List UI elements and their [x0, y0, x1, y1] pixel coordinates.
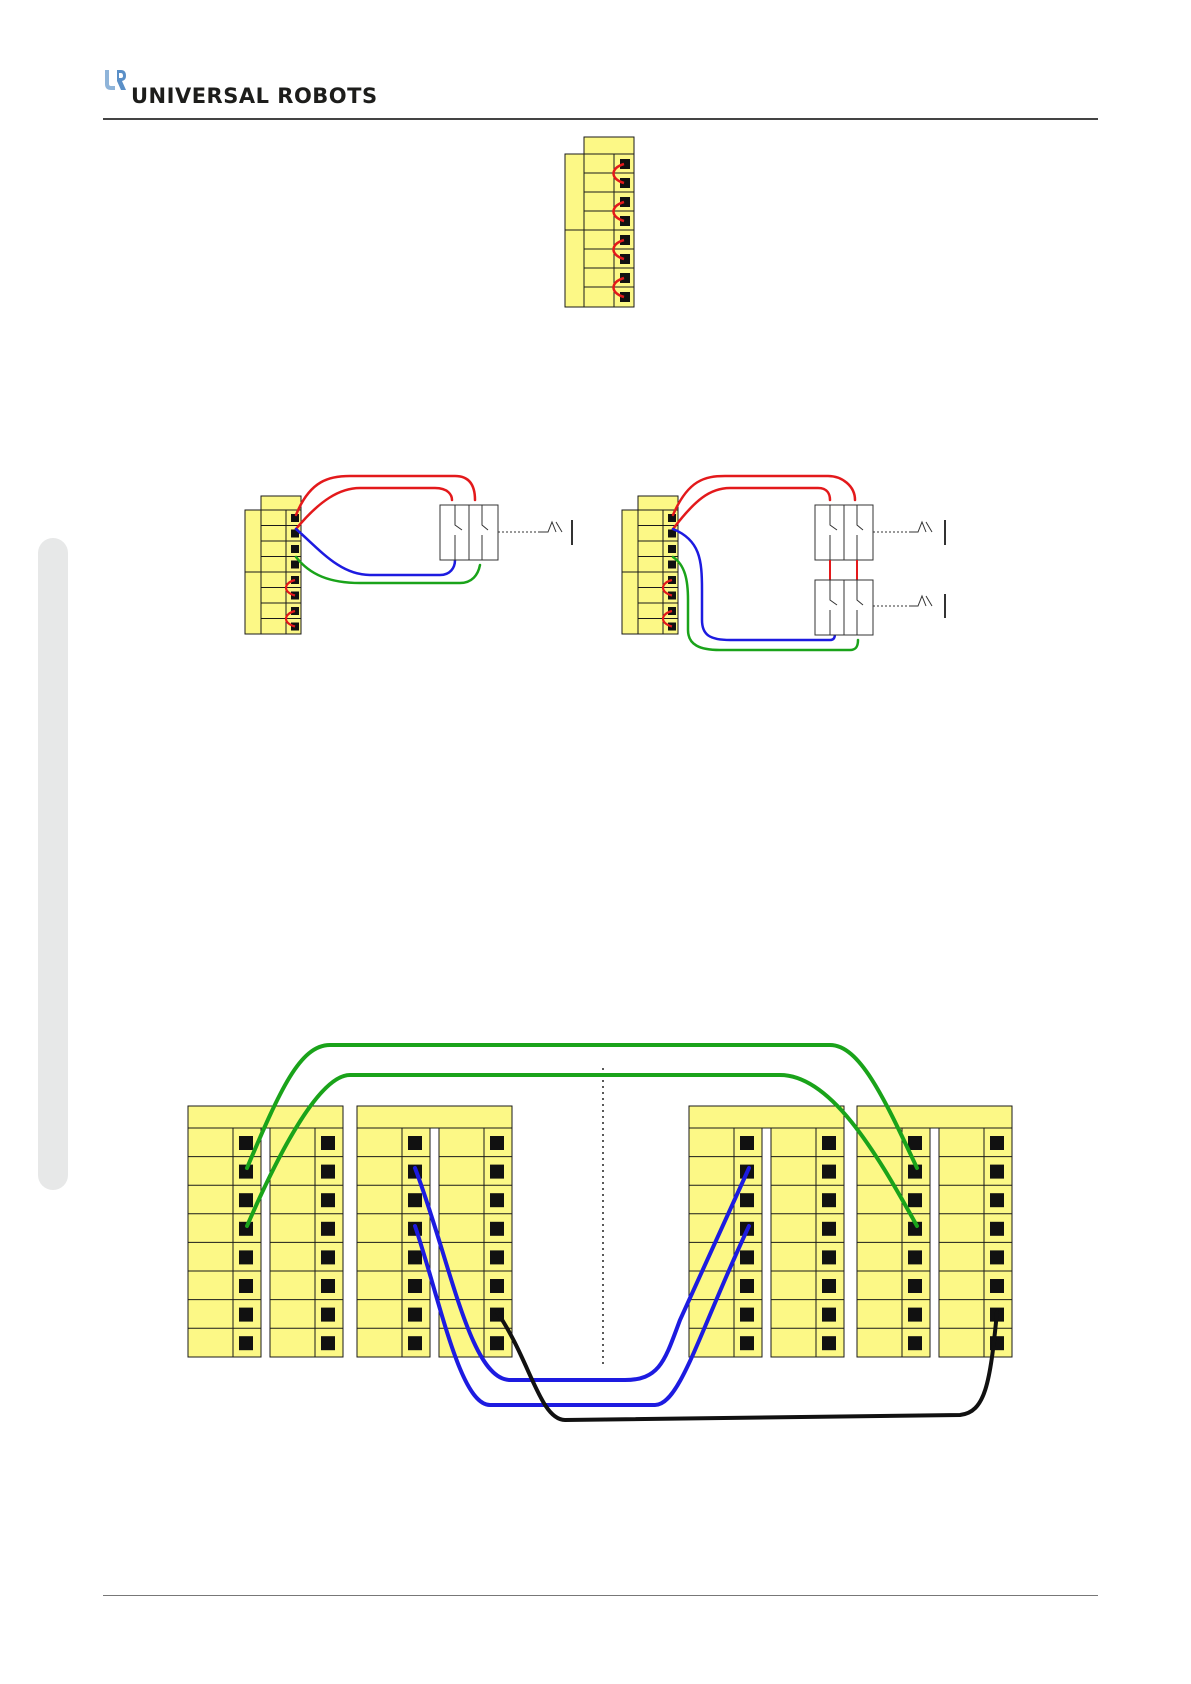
terminal-pin: [490, 1222, 504, 1236]
terminal-pin: [990, 1193, 1004, 1207]
terminal-pin: [408, 1308, 422, 1322]
terminal-block-4: [857, 1106, 1012, 1357]
terminal-pin: [990, 1250, 1004, 1264]
terminal-pin: [408, 1279, 422, 1293]
terminal-pin: [822, 1136, 836, 1150]
terminal-pin: [239, 1193, 253, 1207]
terminal-pin: [321, 1193, 335, 1207]
terminal-pin: [408, 1193, 422, 1207]
terminal-pin: [408, 1250, 422, 1264]
terminal-pin: [490, 1336, 504, 1350]
terminal-pin: [239, 1308, 253, 1322]
terminal-pin: [990, 1165, 1004, 1179]
terminal-pin: [740, 1193, 754, 1207]
terminal-pin: [908, 1336, 922, 1350]
terminal-pin: [822, 1250, 836, 1264]
terminal-pin: [822, 1165, 836, 1179]
terminal-pin: [408, 1136, 422, 1150]
terminal-pin: [908, 1279, 922, 1293]
terminal-pin: [239, 1279, 253, 1293]
terminal-pin: [740, 1308, 754, 1322]
terminal-pin: [908, 1136, 922, 1150]
terminal-pin: [822, 1279, 836, 1293]
terminal-pin: [408, 1336, 422, 1350]
terminal-pin: [490, 1193, 504, 1207]
terminal-pin: [740, 1336, 754, 1350]
terminal-pin: [822, 1222, 836, 1236]
terminal-pin: [490, 1136, 504, 1150]
terminal-pin: [822, 1193, 836, 1207]
terminal-pin: [321, 1336, 335, 1350]
terminal-pin: [822, 1336, 836, 1350]
terminal-block-3: [689, 1106, 844, 1357]
terminal-pin: [321, 1165, 335, 1179]
terminal-pin: [740, 1136, 754, 1150]
terminal-pin: [321, 1136, 335, 1150]
terminal-pin: [822, 1308, 836, 1322]
footer-divider: [103, 1595, 1098, 1596]
terminal-pin: [908, 1193, 922, 1207]
terminal-pin: [990, 1136, 1004, 1150]
terminal-pin: [740, 1250, 754, 1264]
terminal-pin: [740, 1279, 754, 1293]
terminal-block-1: [188, 1106, 343, 1357]
terminal-pin: [239, 1336, 253, 1350]
terminal-pin: [321, 1222, 335, 1236]
terminal-pin: [908, 1308, 922, 1322]
terminal-pin: [490, 1279, 504, 1293]
terminal-pin: [321, 1250, 335, 1264]
terminal-pin: [321, 1279, 335, 1293]
terminal-pin: [321, 1308, 335, 1322]
terminal-pin: [908, 1250, 922, 1264]
terminal-pin: [490, 1250, 504, 1264]
terminal-pin: [990, 1279, 1004, 1293]
terminal-pin: [239, 1136, 253, 1150]
terminal-pin: [239, 1250, 253, 1264]
terminal-pin: [990, 1222, 1004, 1236]
terminal-pin: [490, 1165, 504, 1179]
